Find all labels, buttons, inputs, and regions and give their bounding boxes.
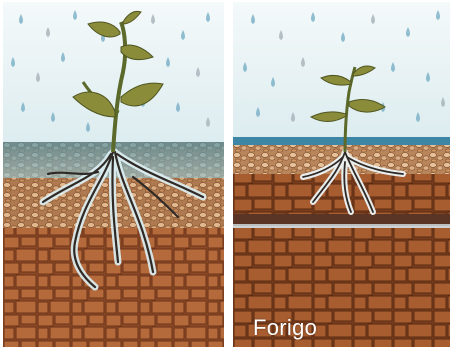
water-film [233, 137, 450, 145]
brand-caption: Forigo [253, 315, 317, 341]
compacted-soil-panel [233, 2, 450, 347]
compacted-layer [233, 174, 450, 228]
healthy-soil-panel [3, 2, 224, 347]
